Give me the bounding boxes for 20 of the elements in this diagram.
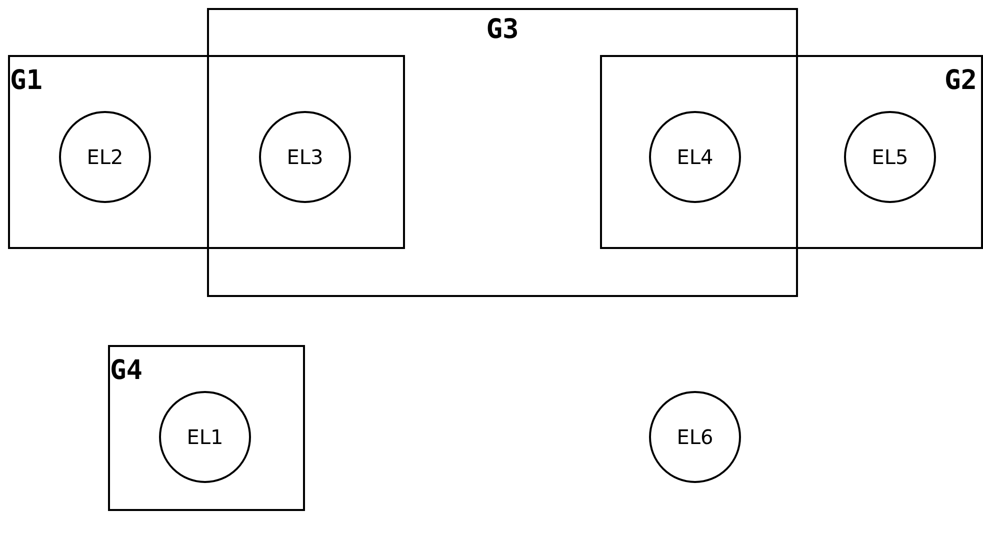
group-box [8, 55, 405, 249]
element-circle [259, 111, 351, 203]
group-label: G3 [486, 16, 519, 43]
element-circle [649, 391, 741, 483]
element-label: EL3 [286, 145, 324, 169]
element-label: EL5 [872, 145, 908, 169]
group-box [207, 8, 798, 297]
group-label: G4 [110, 357, 143, 384]
group-box [108, 345, 305, 511]
group-box [600, 55, 983, 249]
element-circle [59, 111, 151, 203]
element-label: EL6 [676, 425, 714, 449]
group-label: G2 [944, 67, 977, 94]
group-label: G1 [10, 67, 43, 94]
element-label: EL2 [86, 145, 124, 169]
element-circle [159, 391, 251, 483]
element-label: EL4 [676, 145, 714, 169]
element-label: EL1 [186, 425, 224, 449]
element-circle [649, 111, 741, 203]
element-circle [844, 111, 936, 203]
